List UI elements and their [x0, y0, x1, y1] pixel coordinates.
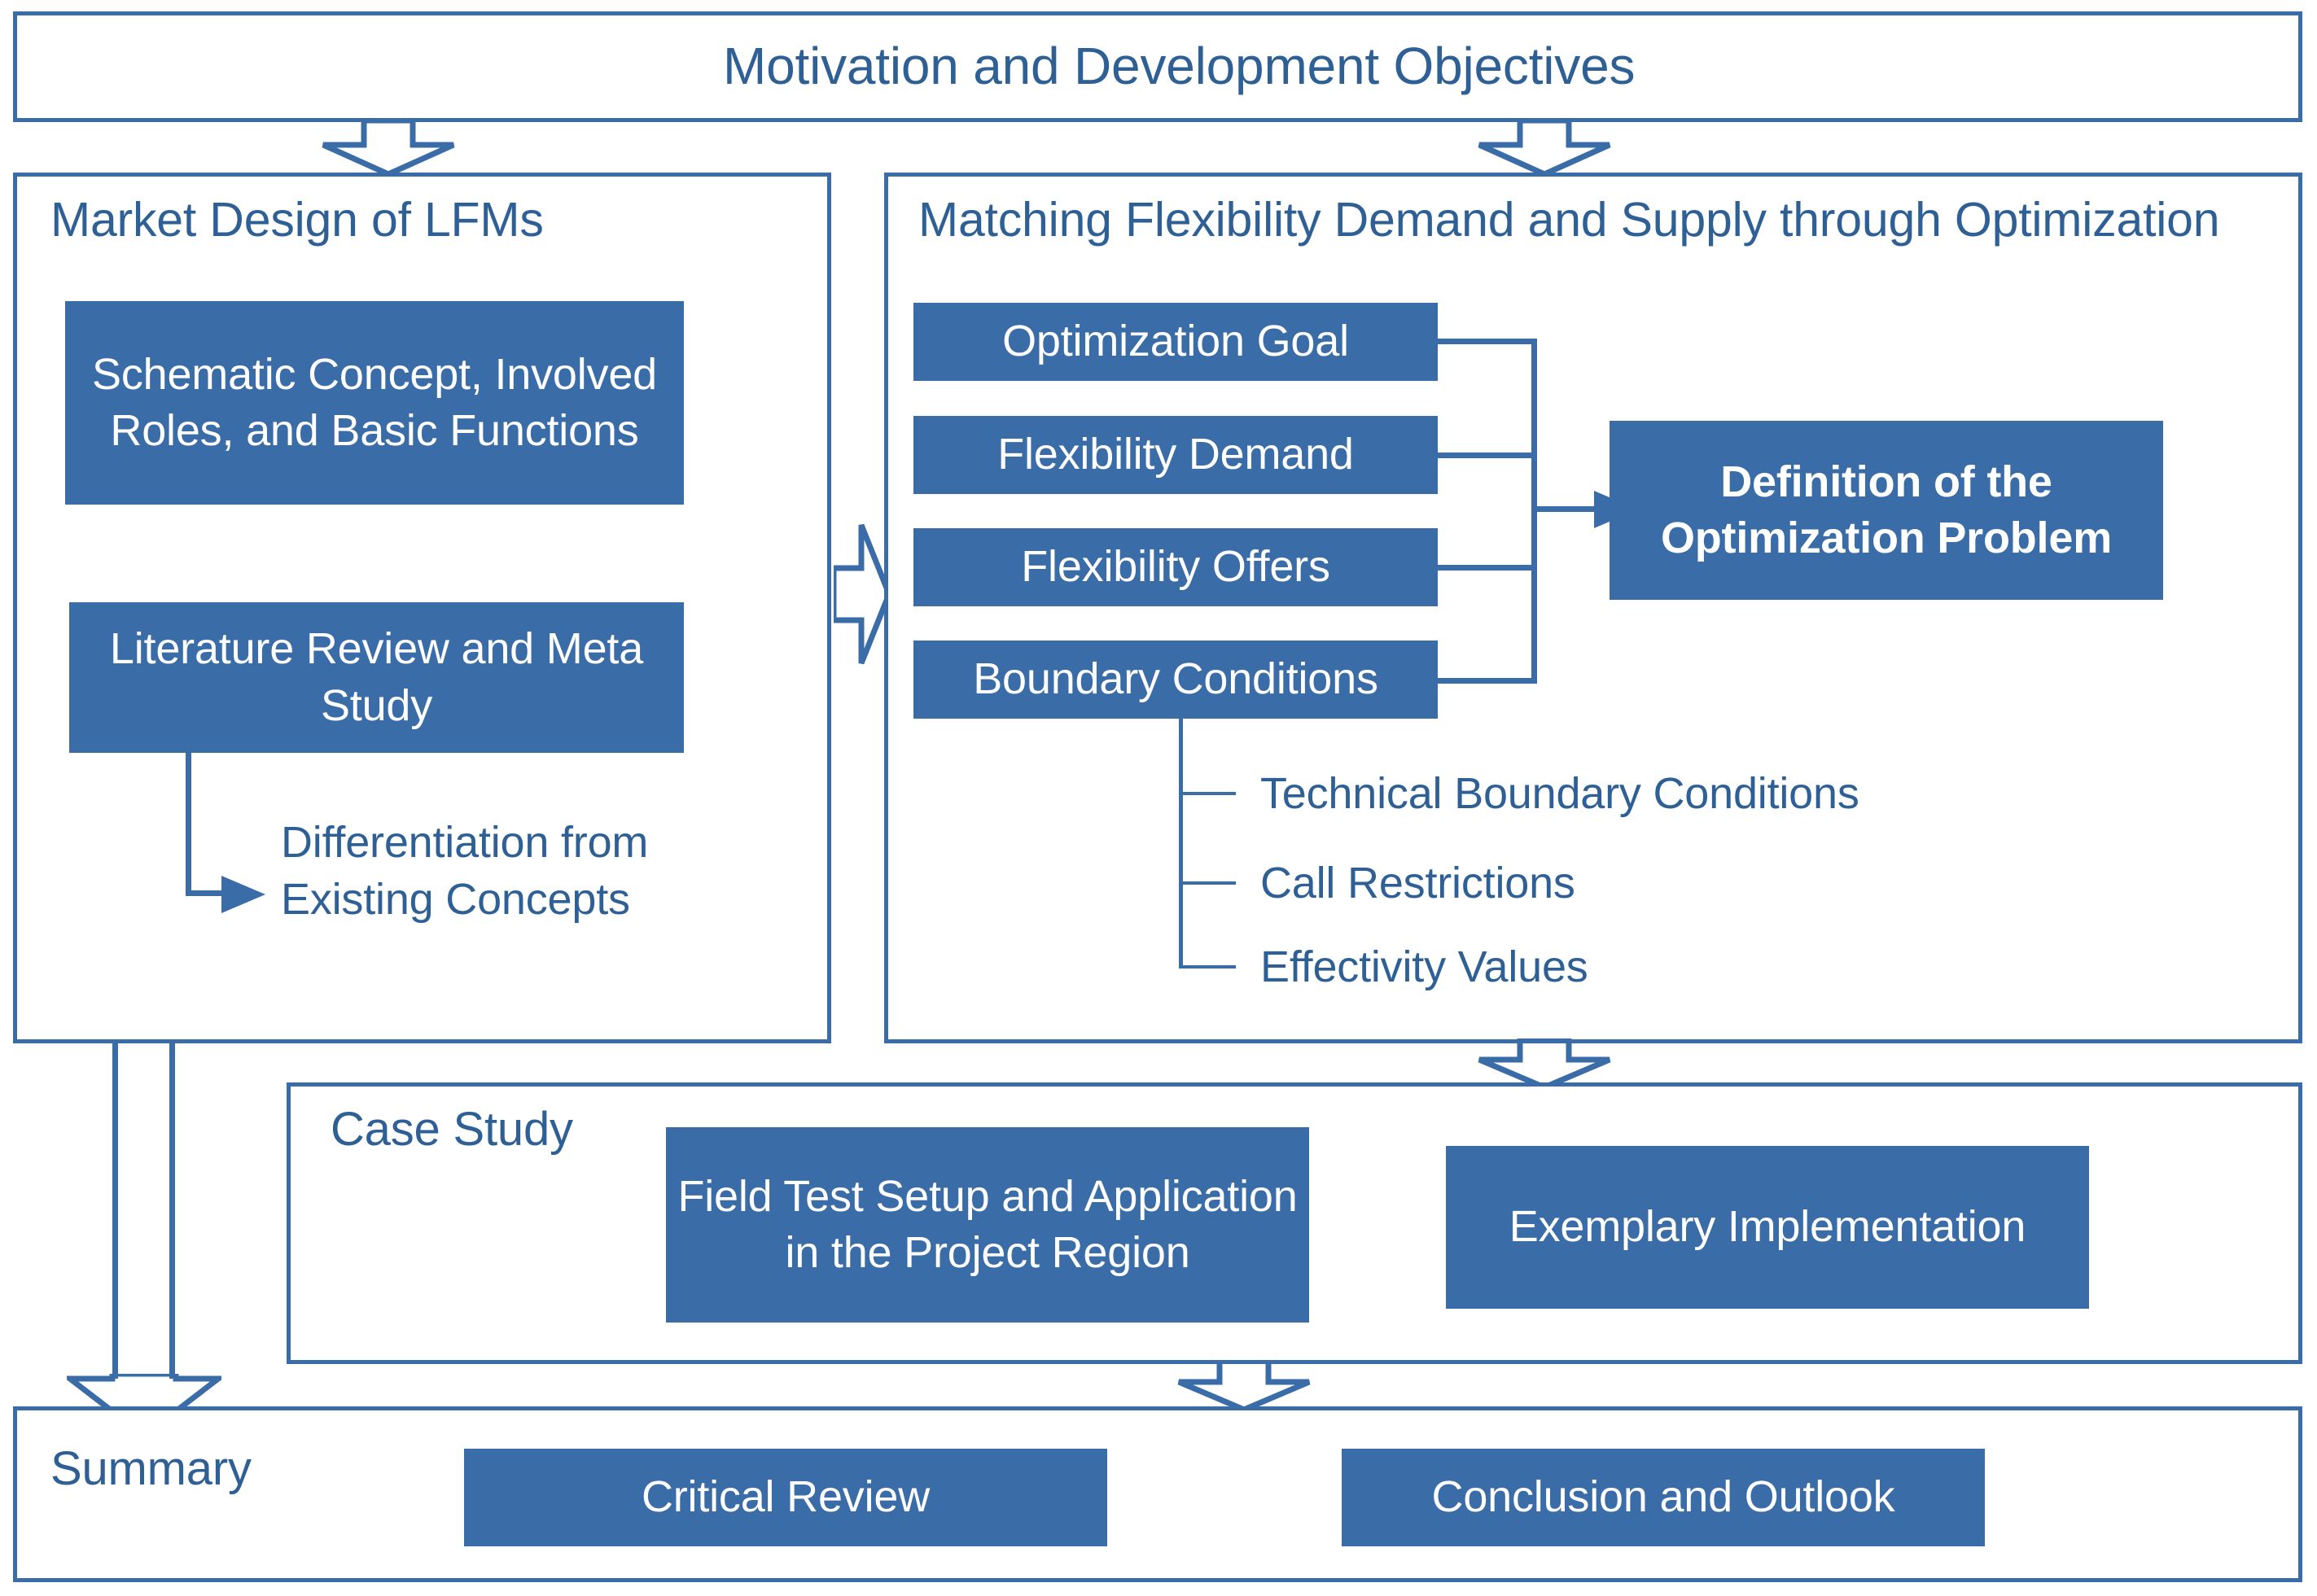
text-technical-boundary-conditions: Technical Boundary Conditions — [1260, 769, 1859, 818]
arrow-left-panel-to-right-panel — [834, 521, 892, 667]
box-boundary-conditions: Boundary Conditions — [913, 641, 1438, 719]
text-call-restrictions: Call Restrictions — [1260, 859, 1575, 907]
box-exemplary-implementation: Exemplary Implementation — [1446, 1146, 2089, 1309]
box-schematic-concept: Schematic Concept, Involved Roles, and B… — [65, 301, 684, 505]
arrow-case-study-to-summary — [1175, 1361, 1313, 1411]
bus-lead-to-output — [1531, 506, 1603, 512]
box-field-test-setup: Field Test Setup and Application in the … — [666, 1127, 1309, 1323]
subtree-tick-technical — [1179, 792, 1236, 795]
connector-literature-vertical — [186, 753, 191, 896]
arrow-header-to-right-panel — [1475, 120, 1614, 176]
stub-optimization-goal — [1438, 339, 1537, 344]
text-effectivity-values: Effectivity Values — [1260, 942, 1588, 991]
arrowhead-literature-to-differentiation — [221, 871, 267, 918]
header-panel — [13, 11, 2302, 122]
box-critical-review: Critical Review — [464, 1449, 1107, 1546]
box-definition-of-optimization-problem: Definition of the Optimization Problem — [1610, 421, 2163, 600]
box-optimization-goal: Optimization Goal — [913, 303, 1438, 381]
long-connector-left-shaft — [112, 1043, 118, 1379]
long-connector-right-shaft — [169, 1043, 175, 1379]
box-flexibility-offers: Flexibility Offers — [913, 528, 1438, 606]
summary-panel-title: Summary — [50, 1442, 252, 1495]
subtree-tick-call-restrictions — [1179, 881, 1236, 885]
subtree-tick-effectivity-values — [1179, 965, 1236, 969]
text-differentiation-from-existing-concepts: Differentiation from Existing Concepts — [281, 814, 802, 928]
case-study-panel-title: Case Study — [331, 1103, 573, 1156]
box-conclusion-and-outlook: Conclusion and Outlook — [1342, 1449, 1985, 1546]
box-literature-review: Literature Review and Meta Study — [69, 602, 684, 753]
stub-boundary-conditions — [1438, 678, 1537, 684]
subtree-vertical-spine — [1179, 719, 1183, 968]
differentiation-line: Differentiation from Existing Concepts — [281, 818, 649, 925]
stub-flexibility-offers — [1438, 565, 1537, 571]
header-title: Motivation and Development Objectives — [723, 37, 1636, 95]
arrow-right-panel-to-case-study — [1475, 1038, 1614, 1089]
left-panel-title: Market Design of LFMs — [50, 193, 544, 247]
right-panel-title: Matching Flexibility Demand and Supply t… — [918, 193, 2220, 247]
box-flexibility-demand: Flexibility Demand — [913, 416, 1438, 494]
arrow-header-to-left-panel — [319, 120, 458, 176]
connector-literature-horizontal — [186, 890, 228, 896]
stub-flexibility-demand — [1438, 453, 1537, 458]
